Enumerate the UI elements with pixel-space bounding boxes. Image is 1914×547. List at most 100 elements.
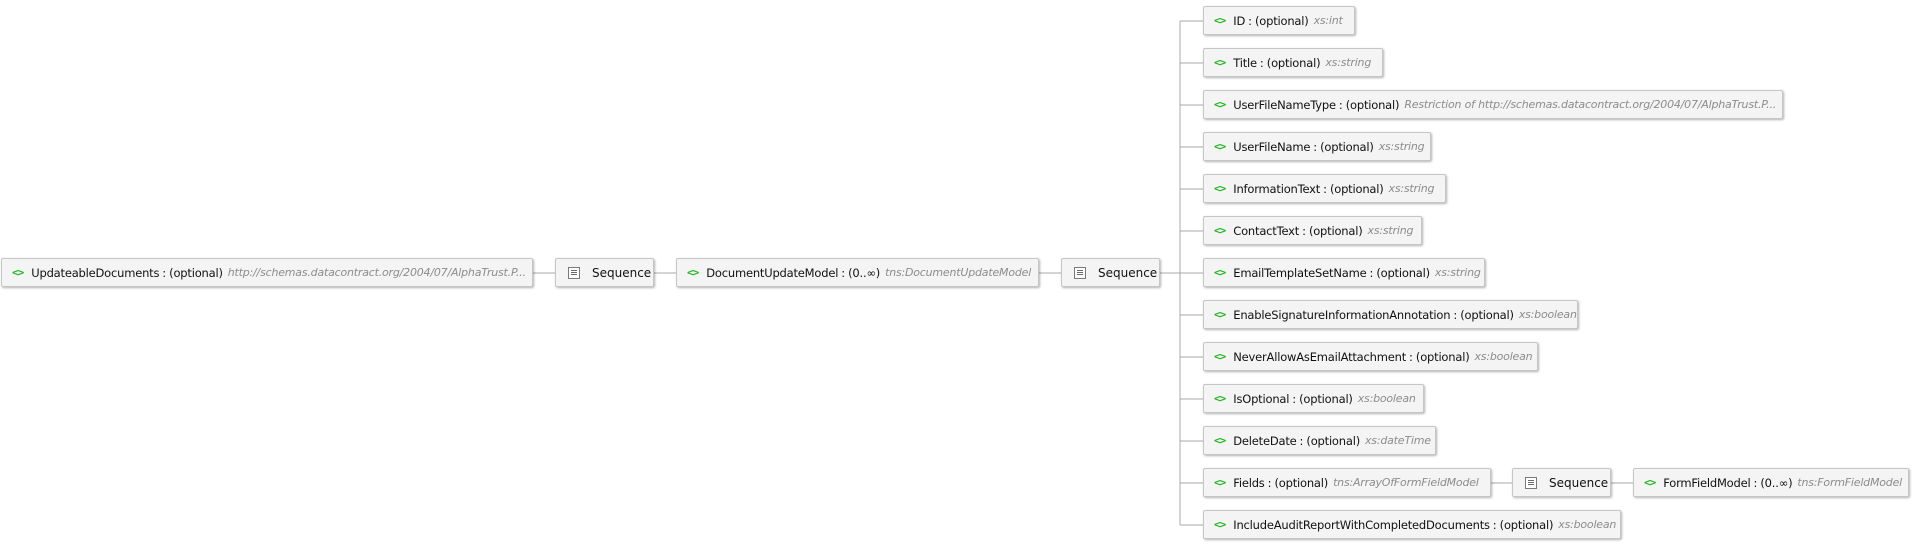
element-name: ContactText <box>1233 223 1300 238</box>
element-name: ID <box>1233 13 1246 28</box>
element-brackets-icon: <> <box>1214 98 1226 111</box>
sequence-node[interactable]: Sequence <box>555 258 654 287</box>
element-type: xs:dateTime <box>1365 434 1431 447</box>
element-brackets-icon: <> <box>1214 14 1226 27</box>
element-name: IsOptional <box>1233 391 1290 406</box>
element-occurrence: (optional) <box>1345 97 1400 112</box>
element-name: UserFileName <box>1233 139 1311 154</box>
element-brackets-icon: <> <box>1214 476 1226 489</box>
element-occurrence: (optional) <box>1460 307 1514 322</box>
name-separator: : <box>1338 97 1343 112</box>
element-brackets-icon: <> <box>1214 350 1226 363</box>
fields-sequence-node[interactable]: Sequence <box>1512 468 1611 497</box>
name-separator: : <box>1369 265 1374 280</box>
sequence-label: Sequence <box>1549 475 1609 490</box>
element-brackets-icon: <> <box>1214 182 1226 195</box>
name-separator: : <box>1753 475 1758 490</box>
element-name: UserFileNameType <box>1233 97 1336 112</box>
child-element-user-file-name-type[interactable]: <> UserFileNameType : (optional) Restric… <box>1203 90 1783 119</box>
element-name: Fields <box>1233 475 1265 490</box>
sequence-node[interactable]: Sequence <box>1061 258 1160 287</box>
element-occurrence: (optional) <box>1254 13 1309 28</box>
element-type: tns:FormFieldModel <box>1797 476 1902 489</box>
element-type: xs:boolean <box>1474 350 1533 363</box>
element-type: xs:string <box>1434 266 1481 279</box>
name-separator: : <box>162 265 167 280</box>
child-element-id[interactable]: <> ID : (optional) xs:int <box>1203 6 1355 35</box>
child-element-fields[interactable]: <> Fields : (optional) tns:ArrayOfFormFi… <box>1203 468 1491 497</box>
element-occurrence: (optional) <box>1499 517 1554 532</box>
element-type: Restriction of http://schemas.datacontra… <box>1404 98 1777 111</box>
element-name: Title <box>1233 55 1257 70</box>
element-type: xs:int <box>1313 14 1343 27</box>
element-type: xs:boolean <box>1518 308 1577 321</box>
element-occurrence: (optional) <box>1320 139 1374 154</box>
name-separator: : <box>1299 433 1304 448</box>
name-separator: : <box>1492 517 1497 532</box>
child-element-is-optional[interactable]: <> IsOptional : (optional) xs:boolean <box>1203 384 1424 413</box>
element-occurrence: (0..∞) <box>1760 475 1793 490</box>
element-occurrence: (optional) <box>1415 349 1470 364</box>
child-element-include-audit-report[interactable]: <> IncludeAuditReportWithCompletedDocume… <box>1203 510 1621 539</box>
element-brackets-icon: <> <box>687 266 699 279</box>
sequence-icon <box>568 266 580 279</box>
element-type: xs:string <box>1378 140 1425 153</box>
child-element-information-text[interactable]: <> InformationText : (optional) xs:strin… <box>1203 174 1446 203</box>
element-occurrence: (optional) <box>1266 55 1321 70</box>
child-element-title[interactable]: <> Title : (optional) xs:string <box>1203 48 1383 77</box>
element-type: http://schemas.datacontract.org/2004/07/… <box>227 266 526 279</box>
element-type: tns:ArrayOfFormFieldModel <box>1333 476 1479 489</box>
updateable-documents-node[interactable]: <> UpdateableDocuments : (optional) http… <box>1 258 533 287</box>
element-name: UpdateableDocuments <box>31 265 160 280</box>
child-element-contact-text[interactable]: <> ContactText : (optional) xs:string <box>1203 216 1422 245</box>
element-brackets-icon: <> <box>1214 308 1226 321</box>
sequence-icon <box>1074 266 1086 279</box>
element-name: EnableSignatureInformationAnnotation <box>1233 307 1451 322</box>
name-separator: : <box>1248 13 1252 28</box>
element-brackets-icon: <> <box>1214 266 1226 279</box>
child-element-never-allow-as-email-attachment[interactable]: <> NeverAllowAsEmailAttachment : (option… <box>1203 342 1538 371</box>
element-occurrence: (optional) <box>1308 223 1363 238</box>
element-occurrence: (optional) <box>1329 181 1384 196</box>
element-name: EmailTemplateSetName <box>1233 265 1367 280</box>
element-type: xs:string <box>1325 56 1372 69</box>
element-name: NeverAllowAsEmailAttachment <box>1233 349 1407 364</box>
element-brackets-icon: <> <box>1214 434 1226 447</box>
element-occurrence: (optional) <box>1299 391 1353 406</box>
element-occurrence: (0..∞) <box>848 265 881 280</box>
element-brackets-icon: <> <box>12 266 24 279</box>
sequence-label: Sequence <box>1098 265 1158 280</box>
name-separator: : <box>1302 223 1306 238</box>
element-brackets-icon: <> <box>1214 518 1226 531</box>
child-element-email-template-set-name[interactable]: <> EmailTemplateSetName : (optional) xs:… <box>1203 258 1485 287</box>
element-type: xs:boolean <box>1357 392 1416 405</box>
element-brackets-icon: <> <box>1214 392 1226 405</box>
name-separator: : <box>1453 307 1458 322</box>
form-field-model-node[interactable]: <> FormFieldModel : (0..∞) tns:FormField… <box>1633 468 1909 497</box>
sequence-icon <box>1525 476 1537 489</box>
child-element-enable-signature-information-annotation[interactable]: <> EnableSignatureInformationAnnotation … <box>1203 300 1578 329</box>
element-name: IncludeAuditReportWithCompletedDocuments <box>1233 517 1490 532</box>
element-occurrence: (optional) <box>169 265 223 280</box>
element-occurrence: (optional) <box>1306 433 1360 448</box>
name-separator: : <box>841 265 846 280</box>
element-brackets-icon: <> <box>1214 224 1226 237</box>
child-element-delete-date[interactable]: <> DeleteDate : (optional) xs:dateTime <box>1203 426 1436 455</box>
name-separator: : <box>1267 475 1272 490</box>
element-name: InformationText <box>1233 181 1321 196</box>
element-type: xs:string <box>1367 224 1414 237</box>
element-occurrence: (optional) <box>1376 265 1430 280</box>
element-type: xs:string <box>1388 182 1435 195</box>
element-occurrence: (optional) <box>1274 475 1329 490</box>
name-separator: : <box>1259 55 1264 70</box>
element-name: DocumentUpdateModel <box>706 265 839 280</box>
child-element-user-file-name[interactable]: <> UserFileName : (optional) xs:string <box>1203 132 1431 161</box>
element-type: tns:DocumentUpdateModel <box>885 266 1032 279</box>
element-brackets-icon: <> <box>1214 140 1226 153</box>
element-name: DeleteDate <box>1233 433 1297 448</box>
document-update-model-node[interactable]: <> DocumentUpdateModel : (0..∞) tns:Docu… <box>676 258 1039 287</box>
element-brackets-icon: <> <box>1214 56 1226 69</box>
sequence-label: Sequence <box>592 265 652 280</box>
